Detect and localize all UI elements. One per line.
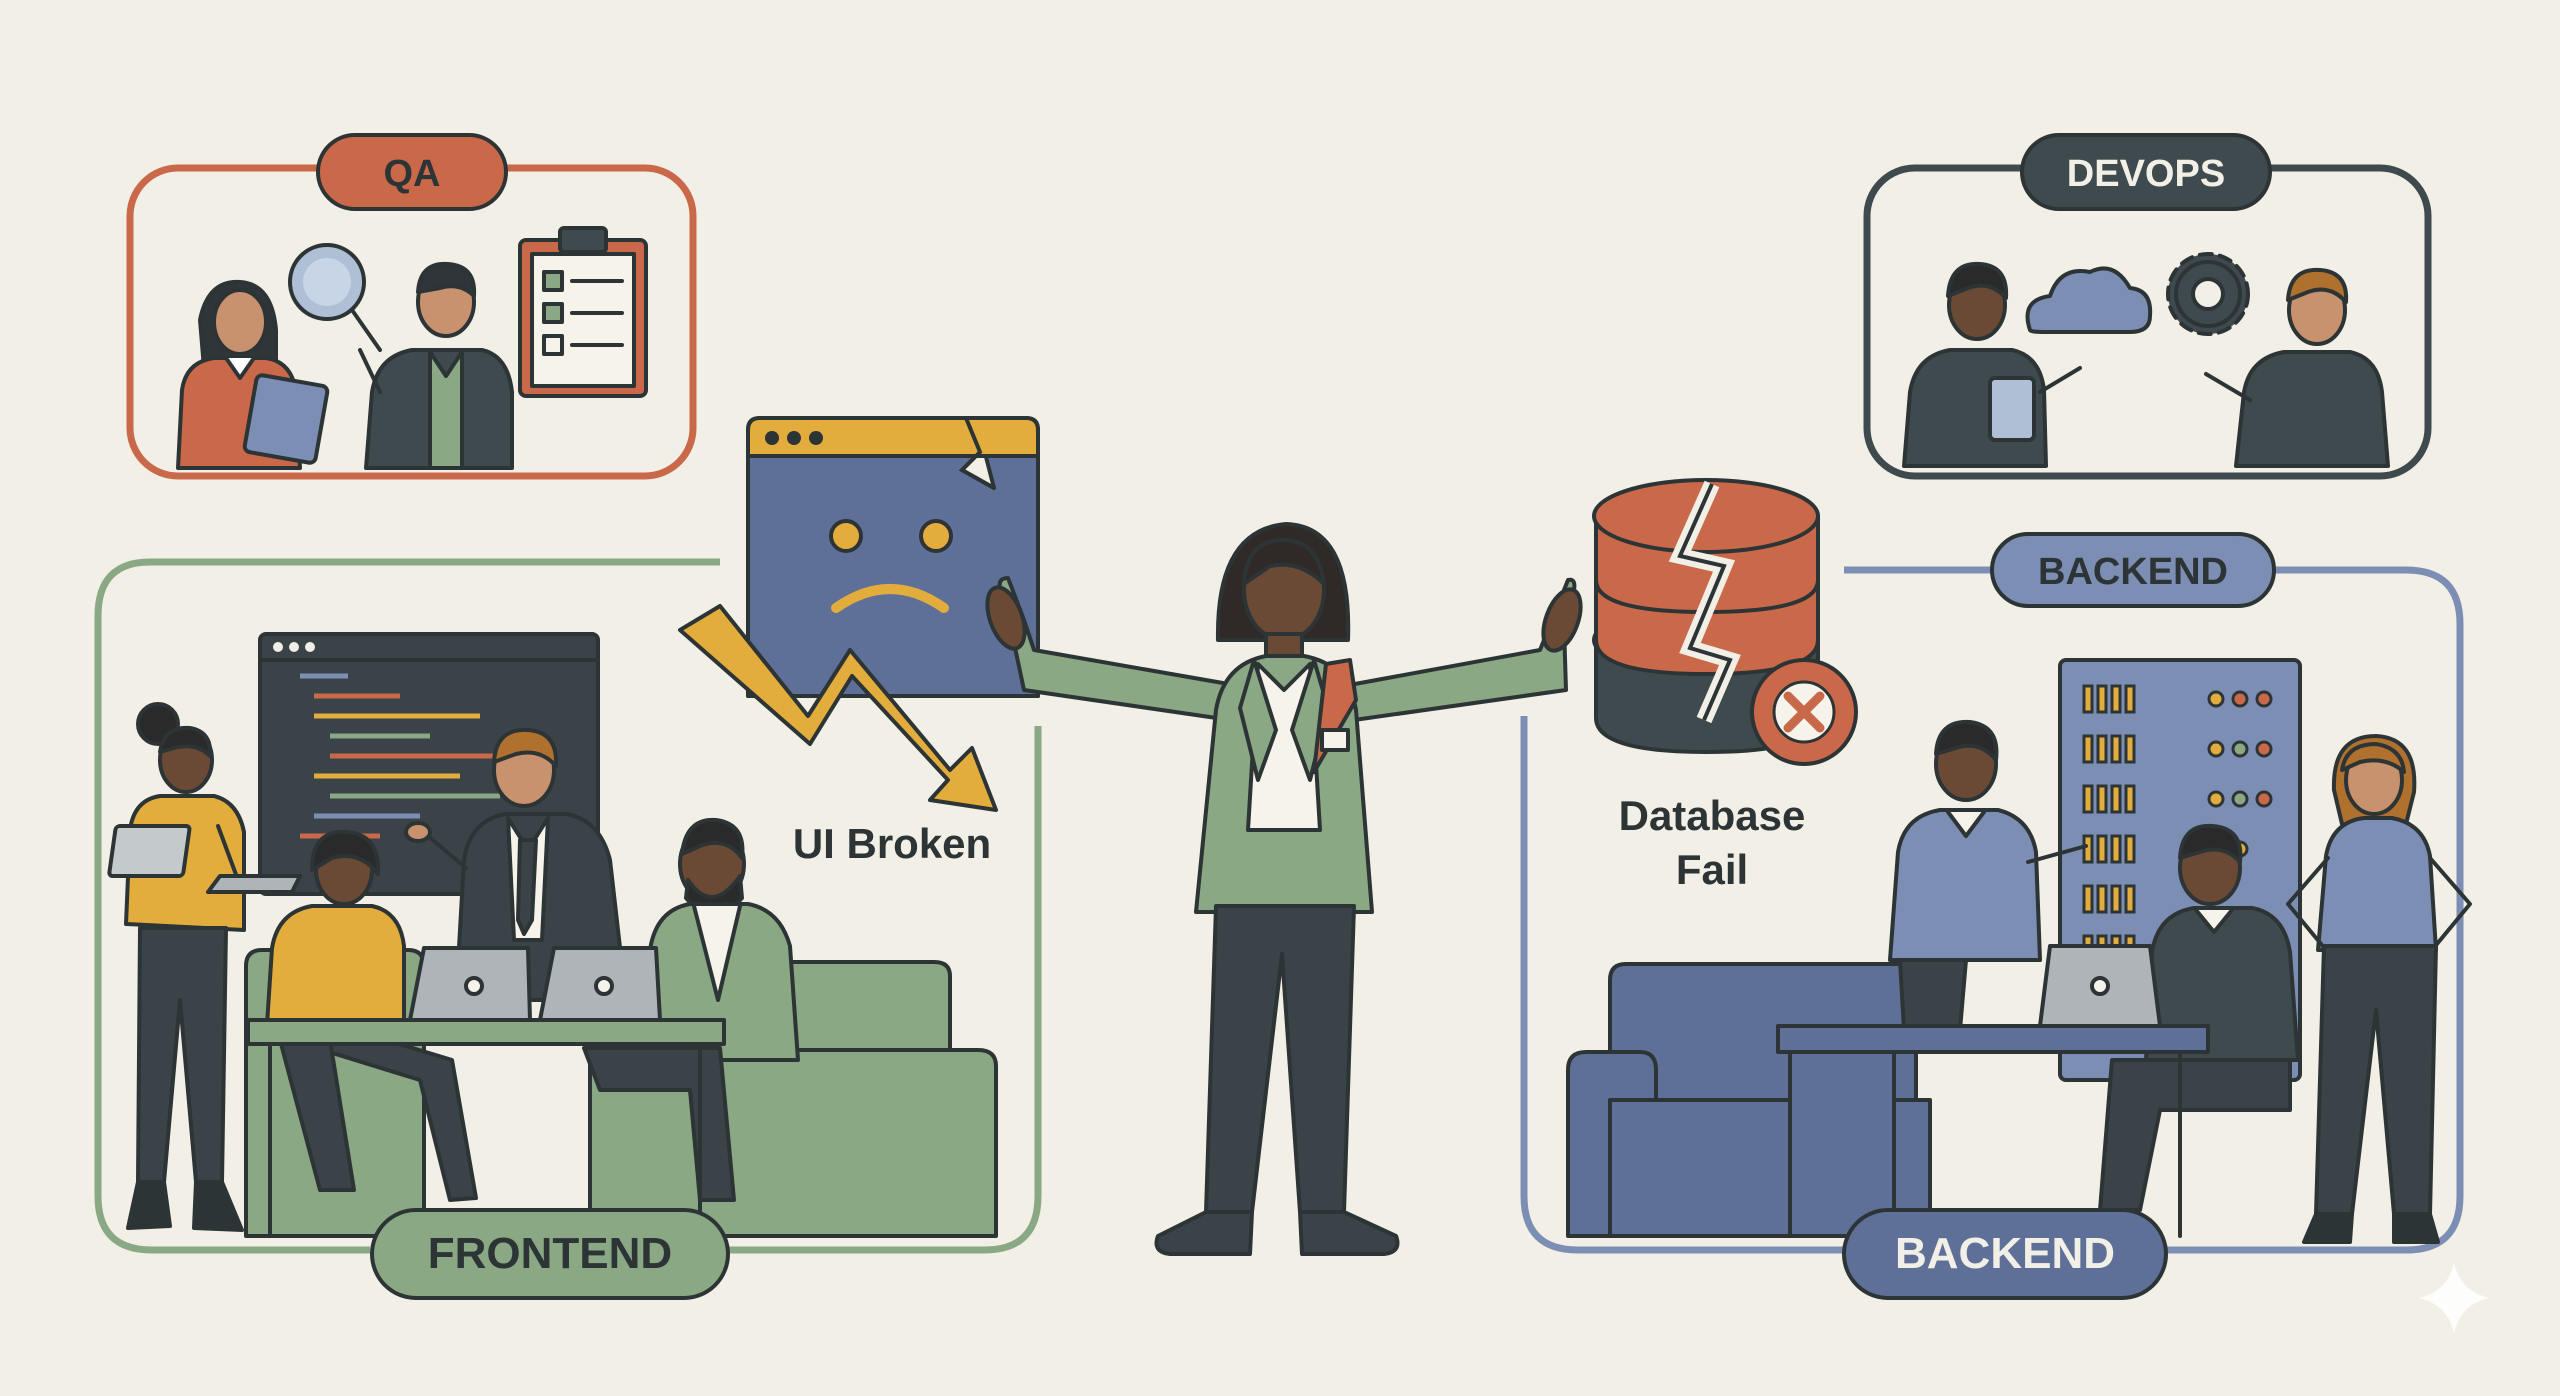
backend-woman [2286, 734, 2472, 1244]
magnifying-glass-icon [288, 243, 382, 352]
backend-panel: BACKEND [1520, 532, 2472, 1300]
database-fail-caption-line2: Fail [1676, 846, 1748, 893]
backend-sitting-man [2098, 823, 2300, 1212]
database-fail-group: Database Fail [1592, 478, 1858, 893]
database-fail-caption-line1: Database [1619, 792, 1806, 839]
gear-icon [2166, 252, 2250, 336]
backend-standing-man [1888, 719, 2088, 1032]
ui-broken-group: UI Broken [678, 416, 1040, 867]
cloud-icon [2025, 266, 2153, 334]
frontend-bearded-man [582, 817, 800, 1202]
qa-man-figure [358, 261, 514, 470]
devops-tag-label: DEVOPS [2067, 153, 2225, 195]
frontend-panel: FRONTEND [94, 558, 1042, 1300]
ui-broken-caption: UI Broken [793, 820, 991, 867]
frontend-desk [246, 946, 726, 1238]
devops-tag [2020, 133, 2272, 211]
qa-panel: QA [126, 133, 697, 480]
frontend-standing-woman [107, 702, 302, 1232]
backend-desk [1776, 944, 2210, 1238]
devops-man-left [1902, 261, 2082, 468]
mediator-figure [985, 522, 1583, 1256]
broken-browser-window-icon [746, 416, 1040, 698]
frontend-sitting-woman [264, 829, 478, 1202]
backend-tag-top [1990, 532, 2276, 608]
qa-woman-figure [176, 279, 330, 470]
downtrend-arrow-icon [678, 604, 998, 812]
error-x-icon [1750, 658, 1858, 766]
backend-tag-top-label: BACKEND [2038, 551, 2228, 593]
devops-panel: DEVOPS [1863, 133, 2432, 480]
qa-tag [316, 133, 508, 211]
frontend-tag-label: FRONTEND [428, 1229, 672, 1278]
clipboard-checklist-icon [518, 226, 648, 398]
frontend-tag [370, 1208, 730, 1300]
qa-tag-label: QA [384, 153, 441, 195]
sparkle-icon [2418, 1262, 2490, 1334]
backend-tag-bottom-label: BACKEND [1895, 1229, 2115, 1278]
backend-tag-bottom [1842, 1208, 2168, 1300]
devops-man-right [2204, 267, 2390, 468]
